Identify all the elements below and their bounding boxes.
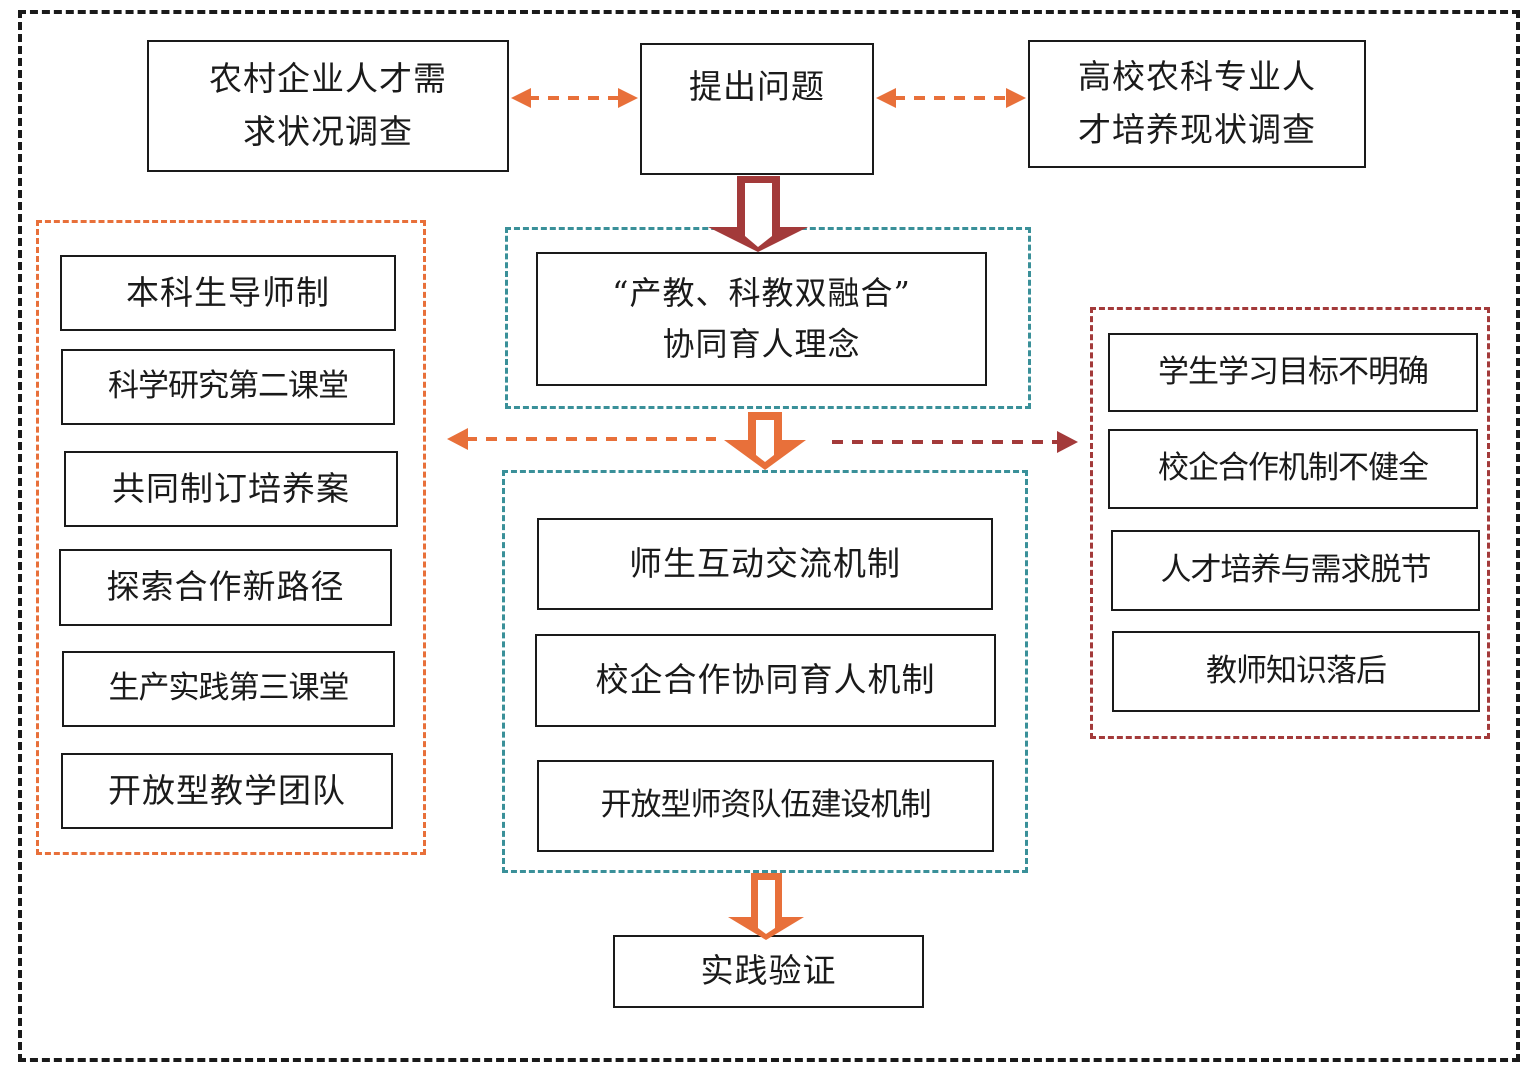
left-item-label: 本科生导师制 xyxy=(126,272,330,312)
center-group-frame xyxy=(502,470,1028,873)
left-item-5: 生产实践第三课堂 xyxy=(62,651,395,727)
raise-problem-box: 提出问题 xyxy=(640,43,874,175)
right-item-label: 学生学习目标不明确 xyxy=(1158,353,1429,390)
dashed-arrow-right-icon xyxy=(832,431,1078,453)
center-item-label: 师生互动交流机制 xyxy=(629,543,901,583)
right-group-frame xyxy=(1090,307,1490,739)
university-training-survey-line1: 高校农科专业人 xyxy=(1078,57,1316,97)
hollow-down-arrow-icon xyxy=(708,176,808,252)
concept-line1: “产教、科教双融合” xyxy=(612,273,911,312)
dashed-arrow-left-icon xyxy=(447,428,716,450)
concept-line2: 协同育人理念 xyxy=(662,325,861,363)
center-item-1: 师生互动交流机制 xyxy=(537,518,993,610)
university-training-survey-box: 高校农科专业人 才培养现状调查 xyxy=(1028,40,1366,168)
left-item-label: 探索合作新路径 xyxy=(106,567,345,607)
left-item-label: 生产实践第三课堂 xyxy=(108,670,350,707)
right-item-label: 人才培养与需求脱节 xyxy=(1160,551,1432,588)
right-item-4: 教师知识落后 xyxy=(1112,631,1480,712)
center-item-label: 开放型师资队伍建设机制 xyxy=(600,787,932,824)
right-item-1: 学生学习目标不明确 xyxy=(1108,333,1478,412)
left-group-frame xyxy=(36,220,426,855)
left-item-4: 探索合作新路径 xyxy=(59,549,392,626)
raise-problem-label: 提出问题 xyxy=(689,67,825,106)
right-item-label: 教师知识落后 xyxy=(1206,652,1387,689)
rural-enterprise-survey-line1: 农村企业人才需 xyxy=(209,59,447,99)
left-item-6: 开放型教学团队 xyxy=(61,753,393,829)
outer-frame xyxy=(18,10,1520,1062)
center-item-2: 校企合作协同育人机制 xyxy=(535,634,996,727)
left-item-1: 本科生导师制 xyxy=(60,255,396,331)
left-item-label: 开放型教学团队 xyxy=(108,770,346,810)
center-item-label: 校企合作协同育人机制 xyxy=(595,660,936,700)
left-item-label: 共同制订培养案 xyxy=(112,468,350,508)
left-item-3: 共同制订培养案 xyxy=(64,451,398,527)
rural-enterprise-survey-line2: 求状况调查 xyxy=(243,112,413,151)
right-item-3: 人才培养与需求脱节 xyxy=(1111,530,1480,611)
right-item-label: 校企合作机制不健全 xyxy=(1158,450,1429,487)
center-item-3: 开放型师资队伍建设机制 xyxy=(537,760,994,852)
bidirectional-arrow-icon xyxy=(876,88,1026,108)
left-item-2: 科学研究第二课堂 xyxy=(61,349,395,425)
hollow-down-arrow-icon xyxy=(724,412,806,470)
bidirectional-arrow-icon xyxy=(511,88,638,108)
left-item-label: 科学研究第二课堂 xyxy=(108,368,349,405)
concept-box: “产教、科教双融合” 协同育人理念 xyxy=(536,252,987,386)
hollow-down-arrow-icon xyxy=(728,873,804,940)
practice-verification-label: 实践验证 xyxy=(700,951,837,991)
university-training-survey-line2: 才培养现状调查 xyxy=(1078,110,1316,149)
rural-enterprise-survey-box: 农村企业人才需 求状况调查 xyxy=(147,40,509,172)
right-item-2: 校企合作机制不健全 xyxy=(1108,429,1478,509)
